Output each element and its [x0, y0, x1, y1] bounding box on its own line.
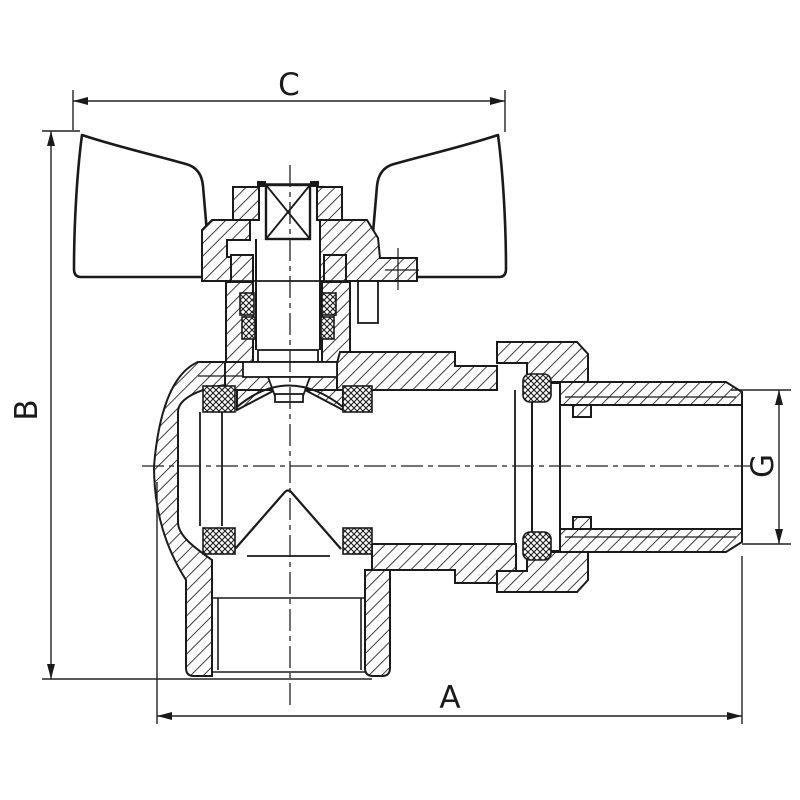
ball-seat-top-left	[202, 385, 236, 413]
ball-seat-top-right	[342, 385, 373, 413]
dimension-a	[156, 482, 743, 724]
stem-packing-left-1	[239, 292, 255, 316]
bottom-female-thread	[212, 597, 365, 673]
hub-lug-right	[316, 186, 343, 221]
bottom-port-right-wall	[364, 569, 391, 677]
seals-and-seats	[202, 292, 552, 561]
stem-packing-left-2	[241, 316, 256, 340]
dim-a-label: A	[439, 680, 460, 716]
gland-upper-right	[323, 254, 347, 284]
dim-c-arrow-left	[73, 97, 88, 105]
dim-c-label: C	[278, 67, 300, 103]
gland-upper-left	[230, 254, 254, 284]
tailpiece-flange	[531, 382, 561, 552]
tailpiece-step-bottom	[572, 516, 592, 530]
dim-g-arrow-bottom	[775, 529, 783, 544]
detail-lines	[198, 239, 743, 673]
stem-packing-right-2	[320, 316, 335, 340]
dimension-labels: C B A G	[9, 67, 781, 716]
tailpiece-step-top	[572, 404, 592, 418]
dimension-b	[42, 130, 372, 680]
ball-wedge-right	[304, 389, 344, 412]
stem-washer	[257, 349, 319, 363]
dim-g-arrow-top	[775, 390, 783, 405]
centerlines	[142, 165, 752, 708]
handle-left-wing	[72, 133, 212, 279]
lock-screw-cross	[385, 248, 419, 290]
stem-packing-right-1	[321, 292, 337, 316]
dim-b-label: B	[9, 399, 45, 420]
butterfly-handle	[72, 133, 508, 279]
stem-shaft-lines	[255, 239, 321, 350]
outlet-bottom-wall	[371, 543, 517, 584]
dimension-c	[72, 90, 506, 132]
dim-b-arrow-bottom	[47, 664, 55, 679]
handle-stop-tab	[357, 280, 379, 324]
tailpiece-top-wall	[559, 381, 743, 406]
dim-b-arrow-top	[47, 131, 55, 146]
ball-wedge-left	[236, 389, 276, 412]
ball-seat-bottom-right	[342, 527, 373, 555]
dimension-g	[731, 389, 791, 545]
male-thread-lines	[565, 396, 736, 538]
handle-right-wing	[368, 133, 508, 279]
ball-top-arc	[236, 384, 344, 408]
dim-c-arrow-right	[490, 97, 505, 105]
ball-v-port	[234, 489, 342, 550]
dimensions	[42, 90, 791, 724]
stem-nut	[257, 181, 319, 241]
outlet-top-wall	[336, 351, 498, 391]
stem-tip	[274, 393, 304, 403]
tailpiece-bottom-wall	[559, 528, 743, 553]
white-details	[242, 280, 561, 552]
stem-nut-cross	[265, 184, 311, 240]
hub-lug-left	[232, 186, 260, 221]
union-oring-bottom	[522, 531, 552, 561]
union-nut-bottom	[496, 551, 589, 593]
union-oring-top	[522, 373, 552, 403]
seat-sleeve-lines	[199, 412, 223, 526]
ball-seat-bottom-left	[202, 527, 236, 555]
dim-g-label: G	[745, 454, 781, 478]
dim-a-arrow-left	[157, 712, 172, 720]
union-nut-top	[496, 341, 589, 383]
dim-a-arrow-right	[727, 712, 742, 720]
body-back	[152, 361, 226, 677]
